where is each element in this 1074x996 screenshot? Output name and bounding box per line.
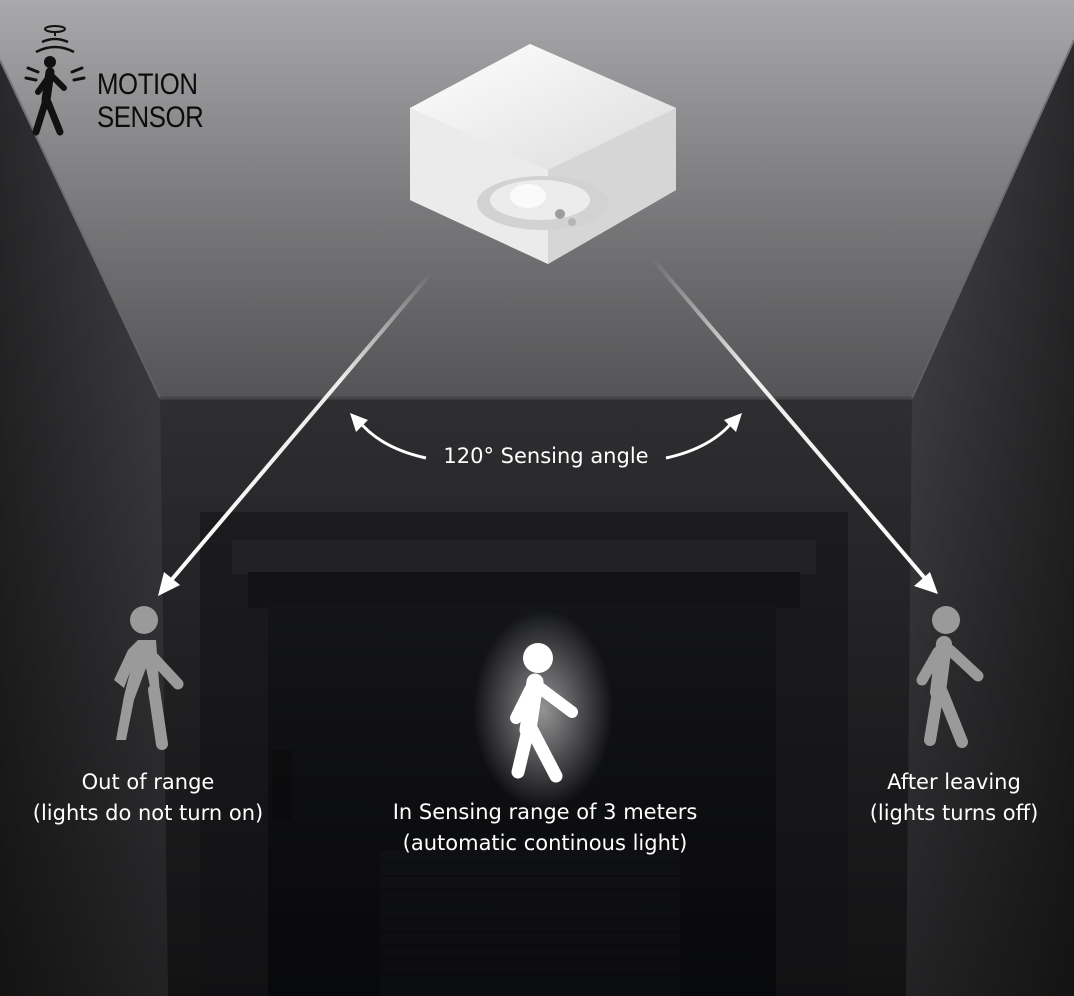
right-range-arrow — [650, 256, 938, 594]
logo-line-1: MOTION — [97, 68, 198, 101]
caption-detail: (automatic continous light) — [402, 831, 688, 855]
person-in-range-icon — [510, 643, 578, 783]
out-of-range-caption: Out of range (lights do not turn on) — [10, 767, 286, 829]
left-range-arrow — [158, 270, 434, 596]
sensing-angle-label: 120° Sensing angle — [443, 444, 649, 468]
caption-detail: (lights turns off) — [869, 801, 1039, 825]
person-out-of-range-icon — [114, 606, 184, 750]
caption-title: Out of range — [81, 770, 215, 794]
logo-text: MOTION SENSOR — [97, 68, 204, 134]
motion-sensor-person-icon — [24, 25, 86, 136]
after-leaving-caption: After leaving (lights turns off) — [838, 767, 1070, 829]
in-range-caption: In Sensing range of 3 meters (automatic … — [355, 797, 735, 859]
person-after-leaving-icon — [916, 606, 984, 748]
sensing-angle-arc — [356, 419, 736, 460]
caption-title: In Sensing range of 3 meters — [392, 800, 698, 824]
logo-line-2: SENSOR — [97, 101, 204, 134]
caption-detail: (lights do not turn on) — [32, 801, 264, 825]
motion-sensor-device — [410, 44, 676, 264]
caption-title: After leaving — [887, 770, 1021, 794]
